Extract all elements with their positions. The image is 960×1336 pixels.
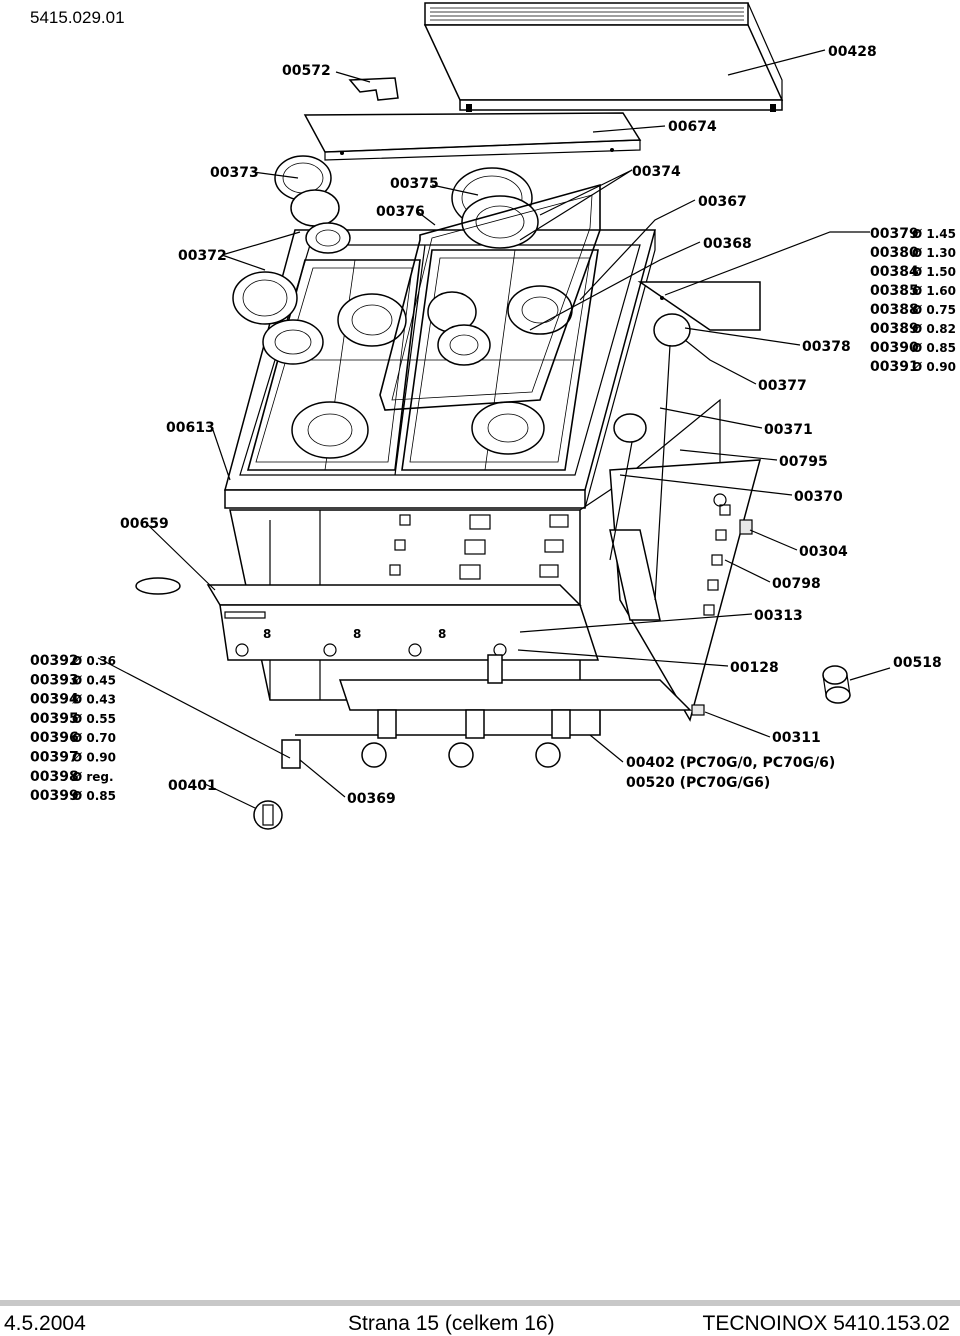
document-code: 5415.029.01 [30, 8, 125, 27]
injector-diameter: Ø 0.55 [72, 712, 116, 726]
knob-part [253, 800, 283, 830]
injector-diameter: Ø 1.60 [912, 284, 956, 298]
injector-code: 00390 [870, 340, 919, 356]
footer-page-number: Strana 15 (celkem 16) [348, 1312, 555, 1335]
injector-code: 00399 [30, 788, 79, 804]
injector-diameter: Ø 1.50 [912, 265, 956, 279]
part-labels: 00572 00428 00674 00373 00375 00374 0037… [120, 44, 942, 807]
label-00376: 00376 [376, 204, 425, 220]
label-00372: 00372 [178, 248, 227, 264]
injector-code: 00393 [30, 672, 79, 688]
injector-diameter: Ø 0.85 [72, 789, 116, 803]
ignition-parts [609, 281, 761, 716]
injector-diameter: Ø 0.75 [912, 303, 956, 317]
label-00368: 00368 [703, 236, 752, 252]
backsplash-part [423, 2, 784, 112]
label-00374: 00374 [632, 164, 681, 180]
injector-diameter: Ø 0.36 [72, 654, 116, 668]
oval-plate-part [135, 577, 181, 595]
injector-diameter: Ø 1.30 [912, 246, 956, 260]
label-00367: 00367 [698, 194, 747, 210]
label-00674: 00674 [668, 119, 717, 135]
label-00798: 00798 [772, 576, 821, 592]
bracket-part [348, 77, 399, 101]
injector-code: 00379 [870, 226, 919, 242]
injector-diameter: Ø 1.45 [912, 227, 956, 241]
label-00304: 00304 [799, 544, 848, 560]
injector-diameter: Ø 0.82 [912, 322, 956, 336]
label-00378: 00378 [802, 339, 851, 355]
label-00428: 00428 [828, 44, 877, 60]
injector-code: 00392 [30, 653, 79, 669]
exploded-parts-diagram: 8 8 8 [30, 2, 956, 830]
label-00128: 00128 [730, 660, 779, 676]
injector-code: 00394 [30, 692, 79, 708]
injector-code: 00396 [30, 730, 79, 746]
injector-code: 00385 [870, 283, 919, 299]
injector-diameter: Ø 0.70 [72, 731, 116, 745]
injector-code: 00380 [870, 245, 919, 261]
burner-set [232, 155, 573, 459]
injector-code: 00395 [30, 711, 79, 727]
label-00520: 00520 (PC70G/G6) [626, 775, 770, 791]
leader-lines [97, 49, 891, 809]
injector-diameter: Ø 0.90 [72, 751, 116, 765]
pan-support-part [379, 183, 601, 411]
control-panel-part: 8 8 8 [206, 584, 600, 661]
injector-code: 00384 [870, 264, 919, 280]
label-00377: 00377 [758, 378, 807, 394]
injector-code: 00389 [870, 321, 919, 337]
injector-diameter: Ø reg. [72, 770, 114, 784]
cylinder-part [822, 665, 851, 704]
label-00313: 00313 [754, 608, 803, 624]
cooktop-top-part [224, 229, 656, 509]
panel-mark: 8 [263, 627, 271, 641]
rear-strip-part [303, 112, 642, 161]
injector-diameter: Ø 0.45 [72, 673, 116, 687]
label-00795: 00795 [779, 454, 828, 470]
gas-rail-part [281, 654, 692, 769]
footer-date: 4.5.2004 [4, 1312, 86, 1335]
label-00371: 00371 [764, 422, 813, 438]
label-00375: 00375 [390, 176, 439, 192]
label-00311: 00311 [772, 730, 821, 746]
injector-code: 00388 [870, 302, 919, 318]
label-00518: 00518 [893, 655, 942, 671]
label-00659: 00659 [120, 516, 169, 532]
page-footer: 4.5.2004 Strana 15 (celkem 16) TECNOINOX… [0, 1300, 960, 1336]
label-00613: 00613 [166, 420, 215, 436]
injector-diameter: Ø 0.85 [912, 341, 956, 355]
panel-mark: 8 [353, 627, 361, 641]
label-00370: 00370 [794, 489, 843, 505]
label-00572: 00572 [282, 63, 331, 79]
label-00373: 00373 [210, 165, 259, 181]
label-00402: 00402 (PC70G/0, PC70G/6) [626, 755, 835, 771]
panel-mark: 8 [438, 627, 446, 641]
injector-diameter: Ø 0.90 [912, 360, 956, 374]
injector-diameter: Ø 0.43 [72, 693, 116, 707]
label-00401: 00401 [168, 778, 217, 794]
injector-code: 00391 [870, 359, 919, 375]
label-00369: 00369 [347, 791, 396, 807]
injector-code: 00397 [30, 750, 79, 766]
footer-document-id: TECNOINOX 5410.153.02 [702, 1312, 950, 1335]
injector-code: 00398 [30, 769, 79, 785]
